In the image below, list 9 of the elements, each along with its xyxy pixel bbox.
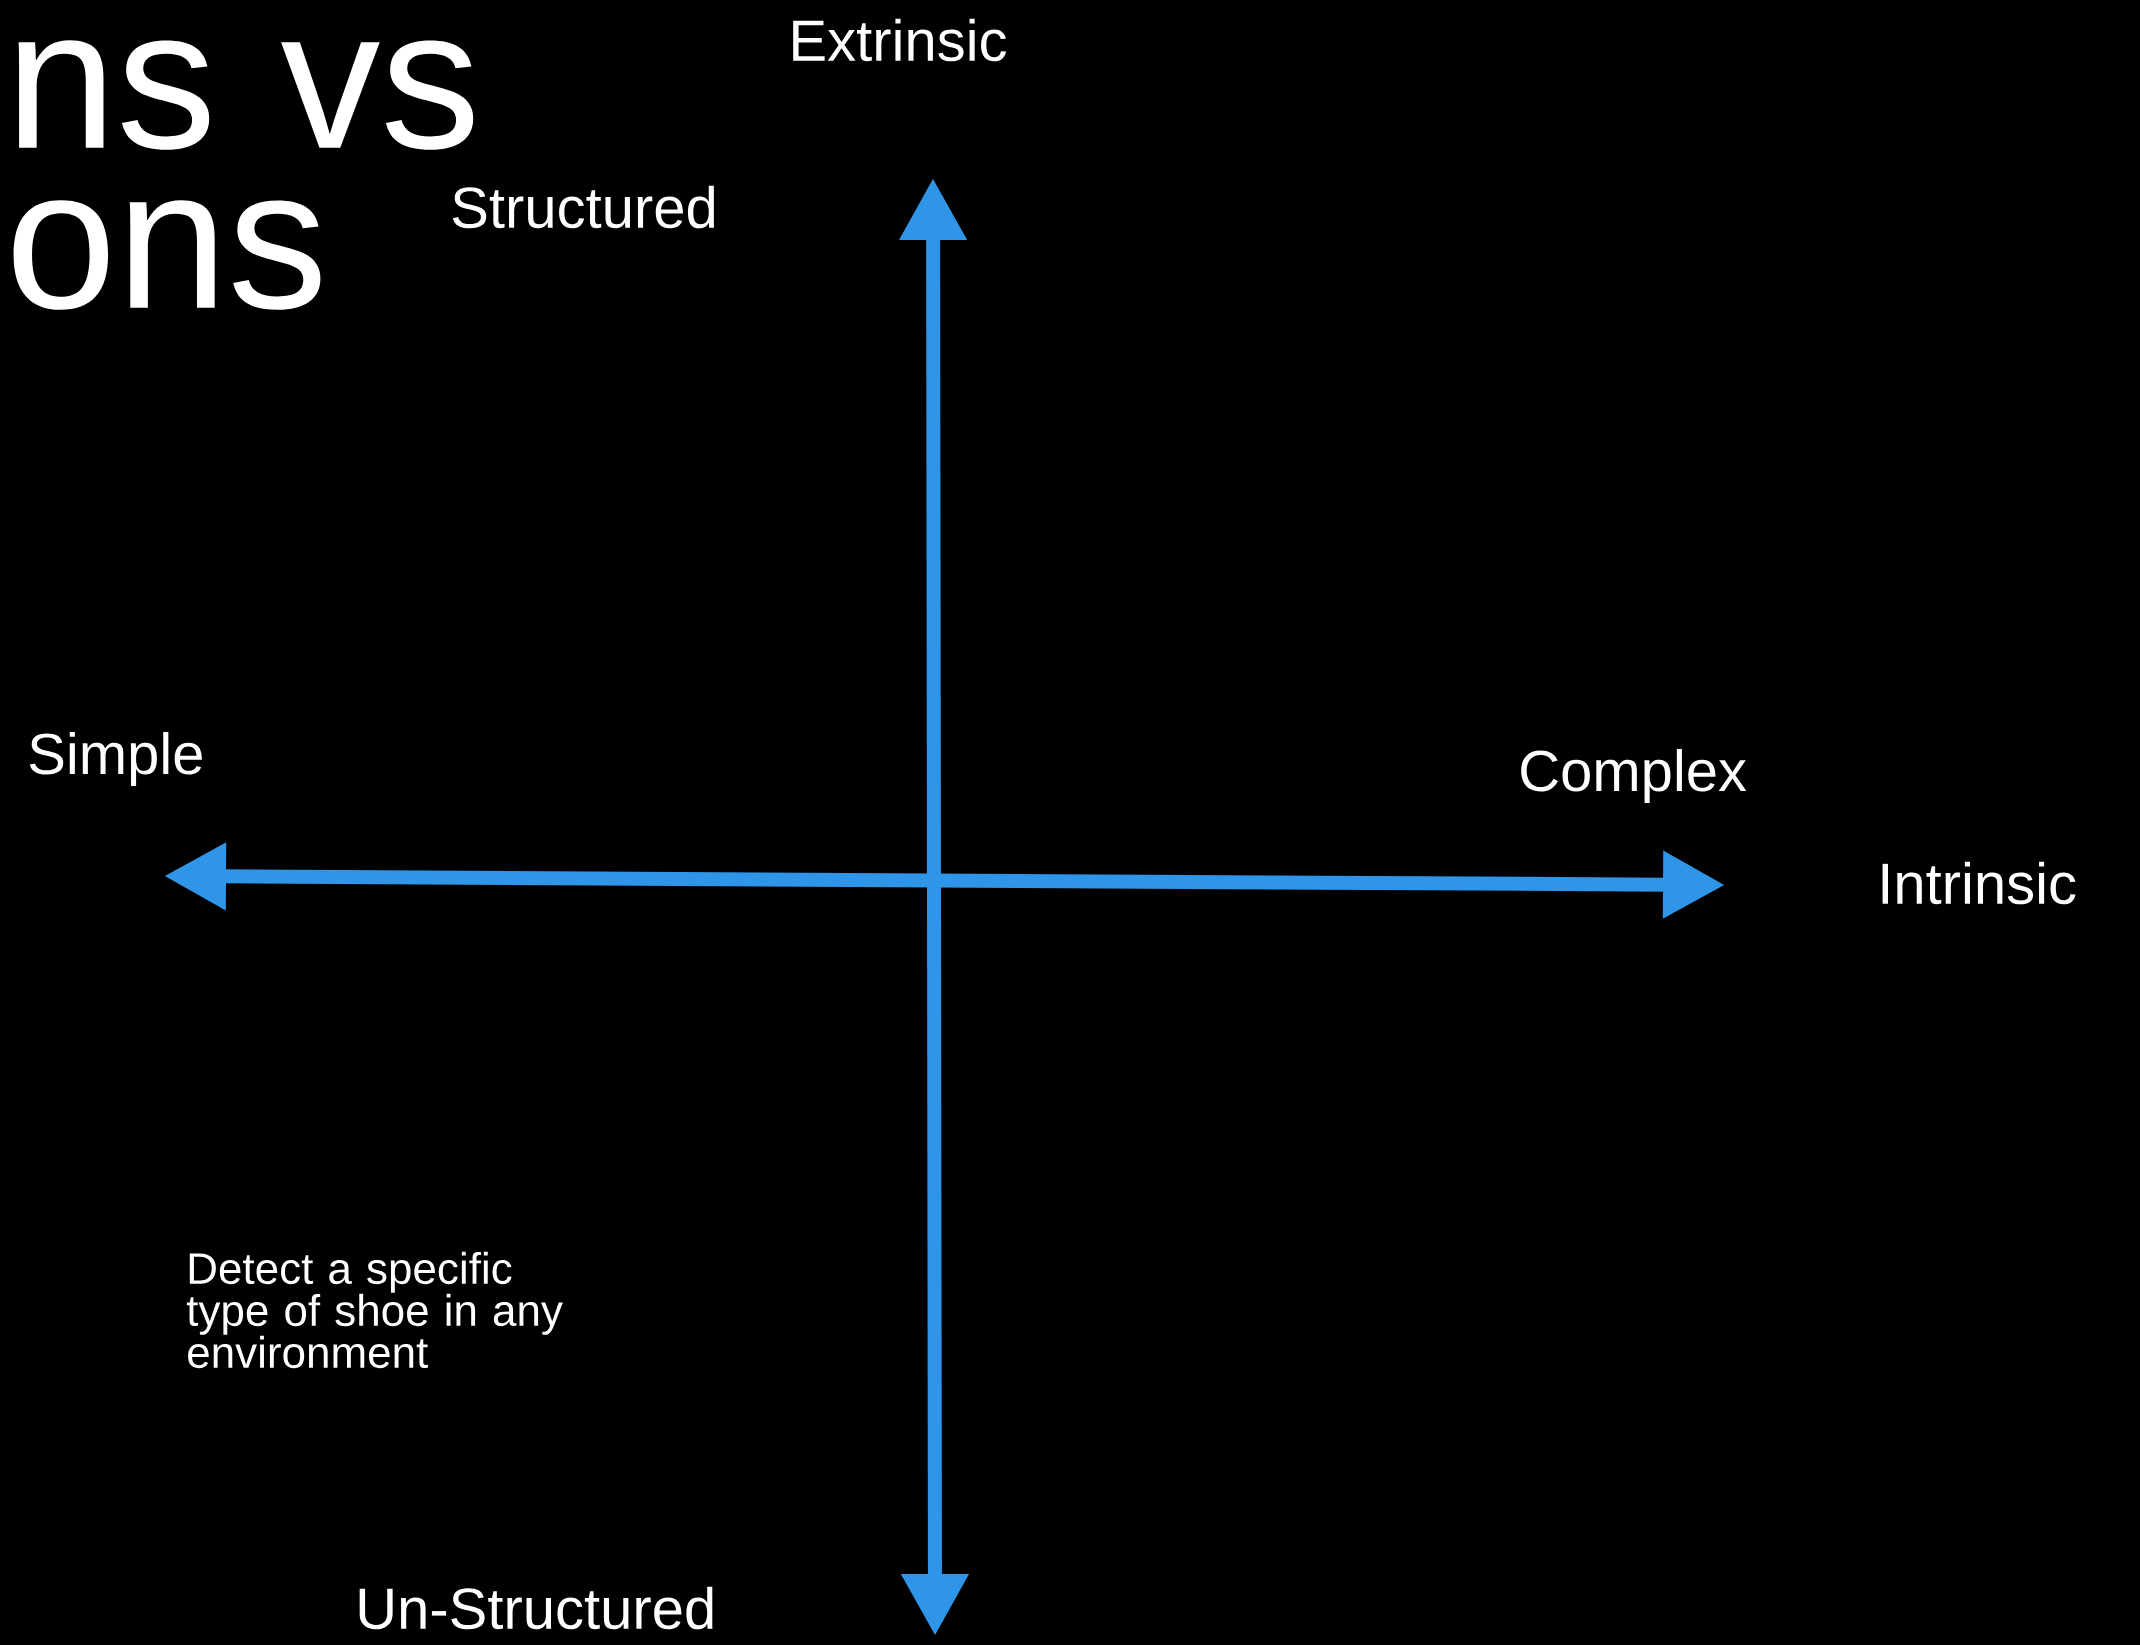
note-text: Detect a specific type of shoe in any environment bbox=[186, 1251, 563, 1369]
axis-label: Intrinsic bbox=[1882, 861, 2076, 905]
title-text: ns vs bbox=[18, 40, 474, 150]
axis-label: Simple bbox=[29, 731, 202, 787]
title-text: ons bbox=[13, 200, 321, 310]
axis-label: Complex bbox=[1521, 748, 1747, 804]
axis-label: Structured bbox=[452, 185, 715, 229]
axis-label: Un-Structured bbox=[359, 1586, 713, 1630]
axis-label: Extrinsic bbox=[793, 18, 1007, 62]
